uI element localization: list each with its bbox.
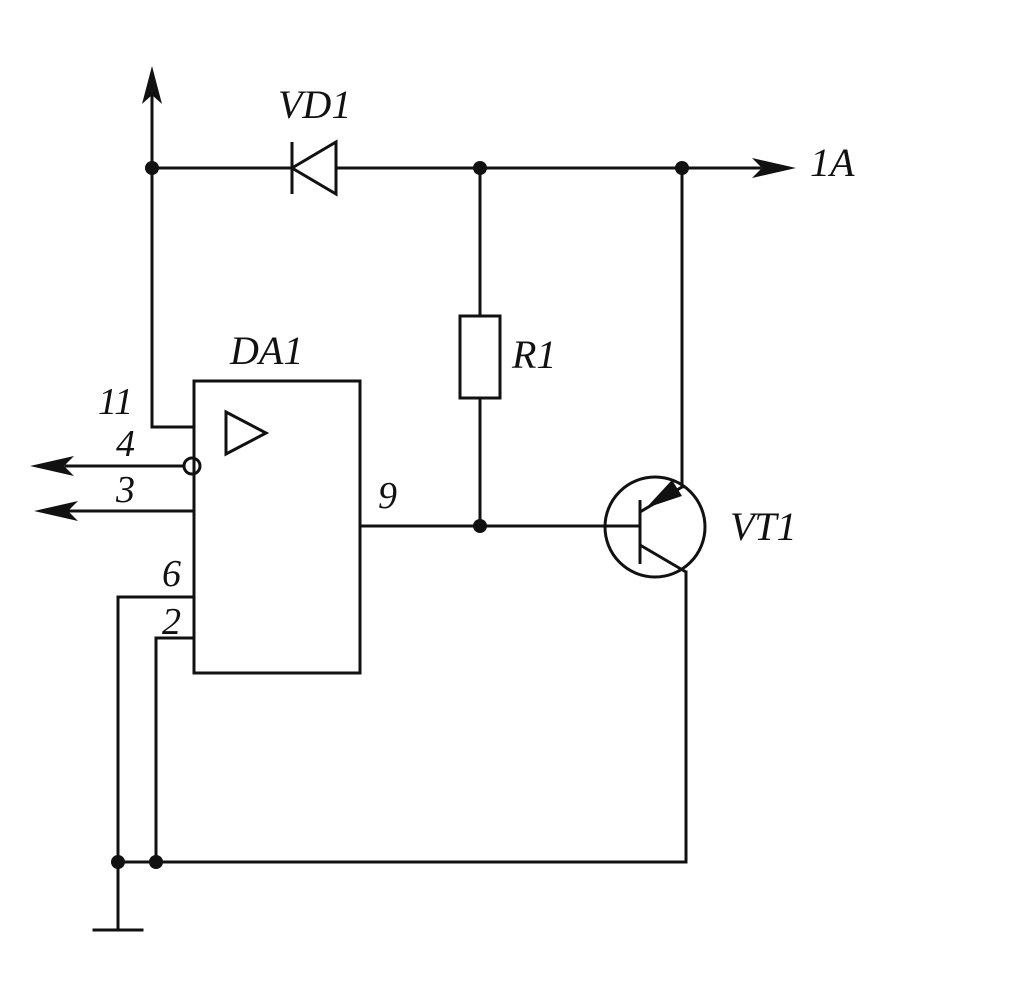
junction-dots bbox=[111, 161, 689, 869]
pin-label-6: 6 bbox=[162, 553, 181, 595]
diode-vd1 bbox=[289, 139, 338, 197]
pin-4-arrow bbox=[30, 456, 74, 476]
resistor-r1 bbox=[458, 166, 502, 528]
label-da1: DA1 bbox=[229, 328, 303, 373]
transistor-vt1 bbox=[603, 475, 707, 579]
label-r1: R1 bbox=[511, 332, 556, 377]
pin-3-output bbox=[34, 501, 196, 521]
label-1a: 1A bbox=[810, 140, 855, 185]
emitter-arrow-icon bbox=[646, 480, 682, 508]
pin-2-wire bbox=[154, 636, 196, 864]
pin-11-wire bbox=[150, 166, 196, 429]
pin-4-output bbox=[30, 456, 202, 476]
label-vd1: VD1 bbox=[278, 82, 351, 127]
supply-up-arrow bbox=[142, 66, 162, 104]
pin-label-3: 3 bbox=[115, 469, 135, 511]
pin-6-wire bbox=[116, 595, 196, 932]
pin-label-9: 9 bbox=[378, 475, 397, 517]
pin-3-arrow bbox=[34, 501, 78, 521]
emitter-wire bbox=[116, 570, 688, 864]
label-vt1: VT1 bbox=[730, 504, 797, 549]
supply-rail bbox=[142, 66, 796, 178]
pin-label-11: 11 bbox=[98, 381, 133, 423]
output-1a-arrow bbox=[752, 158, 796, 178]
inversion-circle-icon bbox=[182, 456, 202, 476]
chip-da1 bbox=[192, 379, 362, 675]
pin-label-2: 2 bbox=[162, 601, 181, 643]
pin-label-4: 4 bbox=[116, 423, 135, 465]
amplifier-triangle-icon bbox=[224, 409, 270, 457]
